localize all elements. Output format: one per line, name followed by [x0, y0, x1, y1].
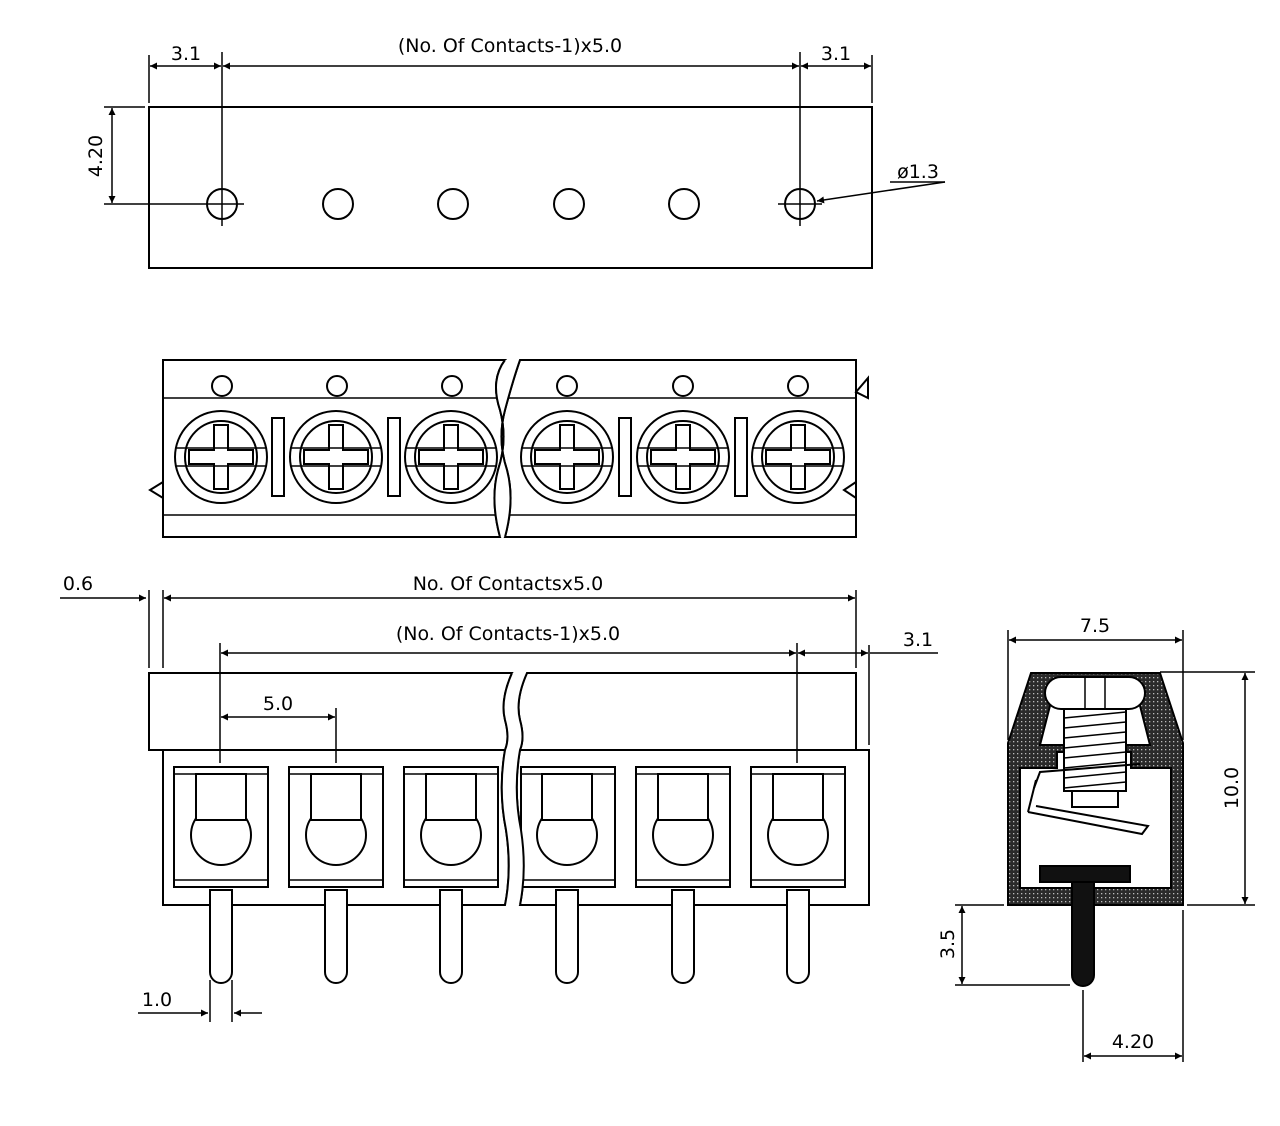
wire-entry	[288, 766, 384, 888]
screw-head-side	[1044, 676, 1146, 710]
wire-entry	[173, 766, 269, 888]
dim-pin-offset: 4.20	[1112, 1031, 1154, 1053]
dim-pitch-span-front: (No. Of Contacts-1)x5.0	[396, 623, 620, 645]
screw-head	[751, 410, 845, 504]
screw-view	[148, 359, 869, 538]
dim-right-offset-front: 3.1	[903, 629, 933, 651]
dim-width: 7.5	[1080, 615, 1110, 637]
side-view: 7.5 10.0 3.5 4.20	[937, 615, 1255, 1062]
wire-entry	[750, 766, 846, 888]
dim-pitch-span: (No. Of Contacts-1)x5.0	[398, 35, 622, 57]
dim-pin-width: 1.0	[142, 989, 172, 1011]
dim-total-length: No. Of Contactsx5.0	[413, 573, 604, 595]
pins	[209, 889, 810, 984]
side-pin	[1071, 881, 1095, 987]
screw-head	[174, 410, 268, 504]
front-view: 0.6 No. Of Contactsx5.0 (No. Of Contacts…	[60, 573, 938, 1022]
screw-head	[520, 410, 614, 504]
top-view: 3.1 (No. Of Contacts-1)x5.0 3.1 4.20 ø1.…	[85, 35, 946, 269]
mounting-hole	[437, 188, 469, 220]
dim-flange: 0.6	[63, 573, 93, 595]
dim-height: 10.0	[1221, 767, 1243, 809]
mounting-hole	[553, 188, 585, 220]
dim-left-offset: 3.1	[171, 43, 201, 65]
dim-row-height: 4.20	[85, 135, 107, 177]
wire-entry	[635, 766, 731, 888]
front-view-top-block	[148, 672, 514, 751]
wire-entry	[403, 766, 499, 888]
screw-head	[289, 410, 383, 504]
screw-head	[404, 410, 498, 504]
dim-pitch: 5.0	[263, 693, 293, 715]
mounting-hole	[668, 188, 700, 220]
wire-entry	[520, 766, 616, 888]
dim-right-offset: 3.1	[821, 43, 851, 65]
screw-thread	[1063, 708, 1127, 808]
dim-pin-length: 3.5	[937, 929, 959, 959]
mounting-hole	[322, 188, 354, 220]
top-view-body	[148, 106, 873, 269]
screw-head	[636, 410, 730, 504]
dim-hole-diameter: ø1.3	[897, 161, 939, 183]
